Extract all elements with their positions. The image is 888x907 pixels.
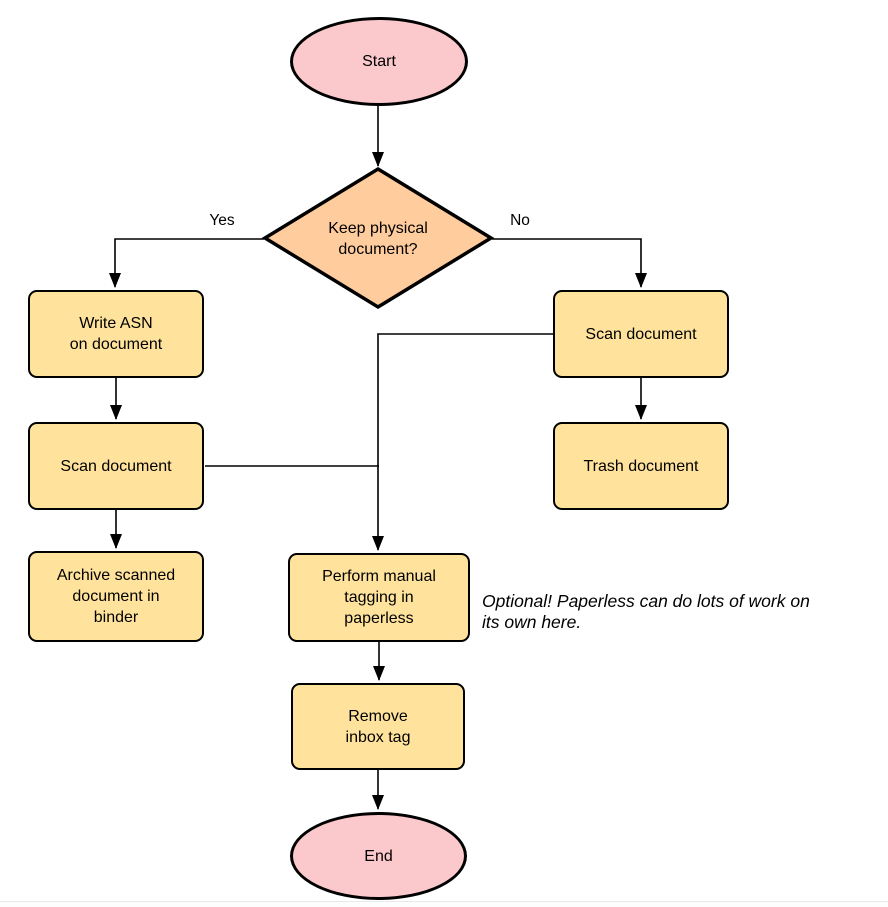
node-write-asn: Write ASN on document — [28, 290, 204, 378]
node-scan-document-left: Scan document — [28, 422, 204, 510]
node-perform-tagging: Perform manual tagging in paperless — [288, 553, 470, 642]
node-end-label: End — [364, 847, 393, 865]
node-start: Start — [290, 17, 468, 106]
optional-note: Optional! Paperless can do lots of work … — [482, 591, 810, 632]
node-scan-document-right-label: Scan document — [585, 325, 697, 343]
node-archive-document-label: Archive scanned document in binder — [56, 567, 176, 626]
node-decision-label-box: Keep physical document? — [276, 211, 480, 267]
edge-scan-right-to-perform-tagging — [372, 333, 553, 551]
page-bottom-divider — [0, 901, 888, 907]
node-decision-label: Keep physical document? — [328, 220, 428, 258]
node-scan-document-right: Scan document — [553, 290, 729, 378]
node-scan-document-left-label: Scan document — [60, 457, 172, 475]
node-trash-document: Trash document — [553, 422, 729, 510]
edge-label-yes: Yes — [209, 212, 235, 229]
decision-diamond-shape — [261, 166, 495, 310]
node-write-asn-label: Write ASN on document — [69, 315, 163, 353]
node-remove-inbox-tag: Remove inbox tag — [291, 683, 465, 770]
node-trash-document-label: Trash document — [583, 457, 699, 475]
node-archive-document: Archive scanned document in binder — [28, 551, 204, 642]
node-end: End — [290, 812, 467, 900]
node-start-label: Start — [362, 53, 396, 70]
edge-decision-yes-to-write-asn — [109, 238, 264, 288]
node-remove-inbox-tag-label: Remove inbox tag — [345, 707, 411, 746]
edge-decision-no-to-scan-document — [492, 238, 647, 288]
node-perform-tagging-label: Perform manual tagging in paperless — [322, 568, 436, 627]
edge-label-no: No — [510, 212, 530, 229]
